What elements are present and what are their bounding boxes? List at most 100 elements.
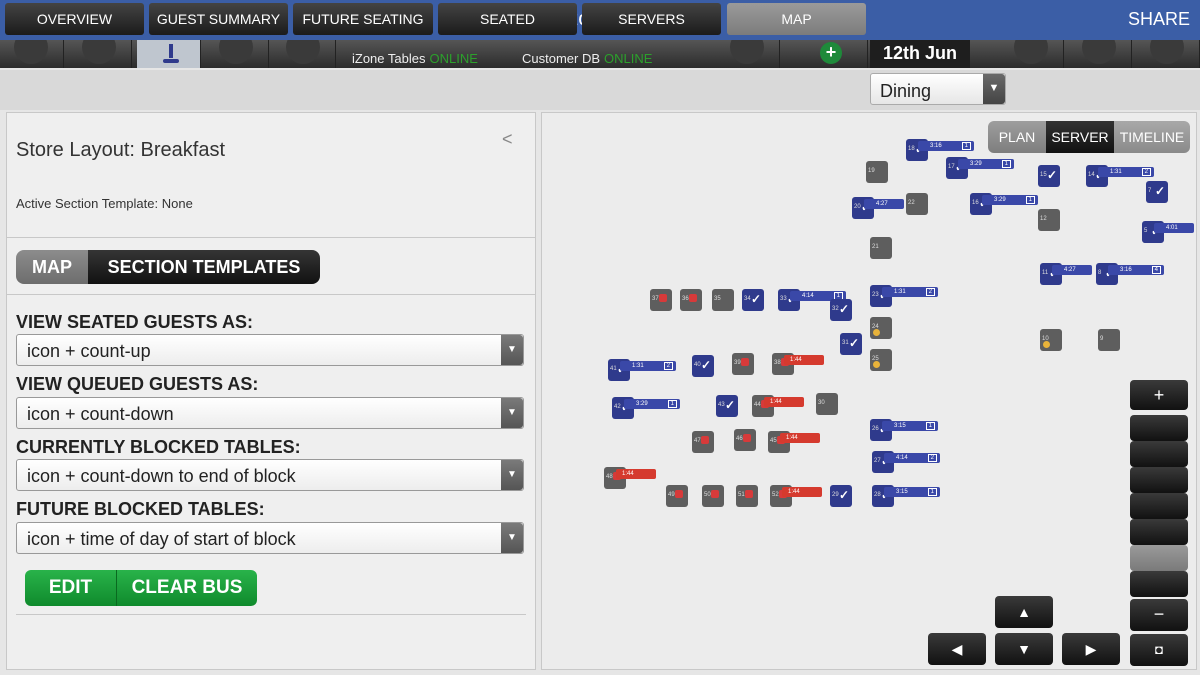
table-40[interactable]: 40✓ bbox=[692, 355, 714, 377]
table-43[interactable]: 43✓ bbox=[716, 395, 738, 417]
table-15[interactable]: 15✓ bbox=[1038, 165, 1060, 187]
section-button[interactable] bbox=[1130, 415, 1188, 441]
view-server-button[interactable]: SERVER bbox=[1046, 121, 1114, 153]
table-24[interactable]: 24 bbox=[870, 317, 892, 339]
tab-map[interactable]: MAP bbox=[727, 3, 866, 35]
toolbar-slot[interactable] bbox=[68, 40, 132, 68]
table-number: 33 bbox=[780, 296, 787, 302]
select-value: icon + count-down bbox=[27, 404, 174, 424]
toolbar-slot[interactable] bbox=[1000, 40, 1064, 68]
current-blocked-label: CURRENTLY BLOCKED TABLES: bbox=[16, 437, 301, 457]
table-46[interactable]: 46 bbox=[734, 429, 756, 451]
tab-future-seating[interactable]: FUTURE SEATING bbox=[293, 3, 433, 35]
table-49[interactable]: 49 bbox=[666, 485, 688, 507]
table-12[interactable]: 12 bbox=[1038, 209, 1060, 231]
floor-map[interactable]: PLAN SERVER TIMELINE + − ◘ ▲ ◀ ▼ ▶ 18✓3:… bbox=[541, 112, 1197, 670]
add-icon[interactable]: + bbox=[820, 42, 842, 64]
table-9[interactable]: 9 bbox=[1098, 329, 1120, 351]
table-number: 46 bbox=[736, 436, 743, 442]
table-47[interactable]: 47 bbox=[692, 431, 714, 453]
table-50[interactable]: 50 bbox=[702, 485, 724, 507]
store-layout-title: Store Layout: Breakfast bbox=[16, 139, 226, 161]
table-number: 29 bbox=[832, 492, 839, 498]
divider bbox=[7, 237, 535, 238]
blocked-icon bbox=[675, 490, 683, 498]
table-35[interactable]: 35 bbox=[712, 289, 734, 311]
section-button-active[interactable] bbox=[1130, 545, 1188, 571]
table-22[interactable]: 22 bbox=[906, 193, 928, 215]
table-32[interactable]: 32✓ bbox=[830, 299, 852, 321]
table-31[interactable]: 31✓ bbox=[840, 333, 862, 355]
section-button[interactable] bbox=[1130, 441, 1188, 467]
pan-right-icon[interactable]: ▶ bbox=[1062, 633, 1120, 665]
blocked-icon bbox=[659, 294, 667, 302]
toolbar-slot[interactable] bbox=[716, 40, 780, 68]
section-button[interactable] bbox=[1130, 519, 1188, 545]
table-51[interactable]: 51 bbox=[736, 485, 758, 507]
future-blocked-select[interactable]: icon + time of day of start of block ▼ bbox=[16, 522, 524, 554]
tab-servers[interactable]: SERVERS bbox=[582, 3, 721, 35]
tab-seated[interactable]: SEATED bbox=[438, 3, 577, 35]
table-39[interactable]: 39 bbox=[732, 353, 754, 375]
queued-guests-label: VIEW QUEUED GUESTS AS: bbox=[16, 374, 259, 394]
table-number: 40 bbox=[694, 362, 701, 368]
zoom-out-button[interactable]: − bbox=[1130, 599, 1188, 631]
zoom-in-button[interactable]: + bbox=[1130, 380, 1188, 410]
active-template-text: Active Section Template: None bbox=[16, 196, 193, 211]
view-plan-button[interactable]: PLAN bbox=[988, 121, 1046, 153]
table-10[interactable]: 10 bbox=[1040, 329, 1062, 351]
pan-left-icon[interactable]: ◀ bbox=[928, 633, 986, 665]
table-25[interactable]: 25 bbox=[870, 349, 892, 371]
segment-section-templates[interactable]: SECTION TEMPLATES bbox=[88, 250, 320, 284]
pan-down-icon[interactable]: ▼ bbox=[995, 633, 1053, 665]
table-7[interactable]: 7✓ bbox=[1146, 181, 1168, 203]
table-36[interactable]: 36 bbox=[680, 289, 702, 311]
current-blocked-select[interactable]: icon + count-down to end of block ▼ bbox=[16, 459, 524, 491]
table-29[interactable]: 29✓ bbox=[830, 485, 852, 507]
table-34[interactable]: 34✓ bbox=[742, 289, 764, 311]
queued-guests-select[interactable]: icon + count-down ▼ bbox=[16, 397, 524, 429]
toolbar-slot[interactable] bbox=[205, 40, 269, 68]
table-21[interactable]: 21 bbox=[870, 237, 892, 259]
settings-slot[interactable] bbox=[1136, 40, 1200, 68]
guest-count: 2 bbox=[663, 362, 673, 370]
tab-guest-summary[interactable]: GUEST SUMMARY bbox=[149, 3, 288, 35]
toolbar-slot[interactable] bbox=[0, 40, 64, 68]
share-button[interactable]: SHARE bbox=[1127, 9, 1190, 29]
table-number: 42 bbox=[614, 404, 621, 410]
table-number: 14 bbox=[1088, 172, 1095, 178]
table-number: 7 bbox=[1148, 188, 1152, 194]
edit-button[interactable]: EDIT bbox=[25, 570, 117, 606]
table-37[interactable]: 37 bbox=[650, 289, 672, 311]
toolbar-slot[interactable] bbox=[782, 40, 868, 68]
table-timer: 4:27 bbox=[1052, 265, 1092, 275]
tab-overview[interactable]: OVERVIEW bbox=[5, 3, 144, 35]
area-select[interactable]: Dining ▼ bbox=[870, 73, 1006, 105]
fit-icon[interactable]: ◘ bbox=[1130, 634, 1188, 666]
date-display[interactable]: 12th Jun bbox=[870, 40, 970, 68]
table-number: 38 bbox=[774, 360, 781, 366]
pan-up-icon[interactable]: ▲ bbox=[995, 596, 1053, 628]
select-value: icon + count-down to end of block bbox=[27, 466, 296, 486]
segment-map[interactable]: MAP bbox=[16, 250, 88, 284]
collapse-icon[interactable]: < bbox=[502, 129, 513, 149]
check-icon: ✓ bbox=[1155, 184, 1166, 198]
clear-bus-button[interactable]: CLEAR BUS bbox=[117, 570, 257, 606]
table-number: 35 bbox=[714, 296, 721, 302]
view-timeline-button[interactable]: TIMELINE bbox=[1114, 121, 1190, 153]
table-number: 52 bbox=[772, 492, 779, 498]
seated-guests-label: VIEW SEATED GUESTS AS: bbox=[16, 312, 254, 332]
section-button[interactable] bbox=[1130, 571, 1188, 597]
table-30[interactable]: 30 bbox=[816, 393, 838, 415]
section-button[interactable] bbox=[1130, 493, 1188, 519]
seated-guests-select[interactable]: icon + count-up ▼ bbox=[16, 334, 524, 366]
guest-count: 2 bbox=[925, 288, 935, 296]
toolbar-slot[interactable] bbox=[272, 40, 336, 68]
section-button[interactable] bbox=[1130, 467, 1188, 493]
toolbar-slot[interactable] bbox=[1068, 40, 1132, 68]
table-number: 21 bbox=[872, 244, 879, 250]
table-number: 17 bbox=[948, 164, 955, 170]
table-19[interactable]: 19 bbox=[866, 161, 888, 183]
